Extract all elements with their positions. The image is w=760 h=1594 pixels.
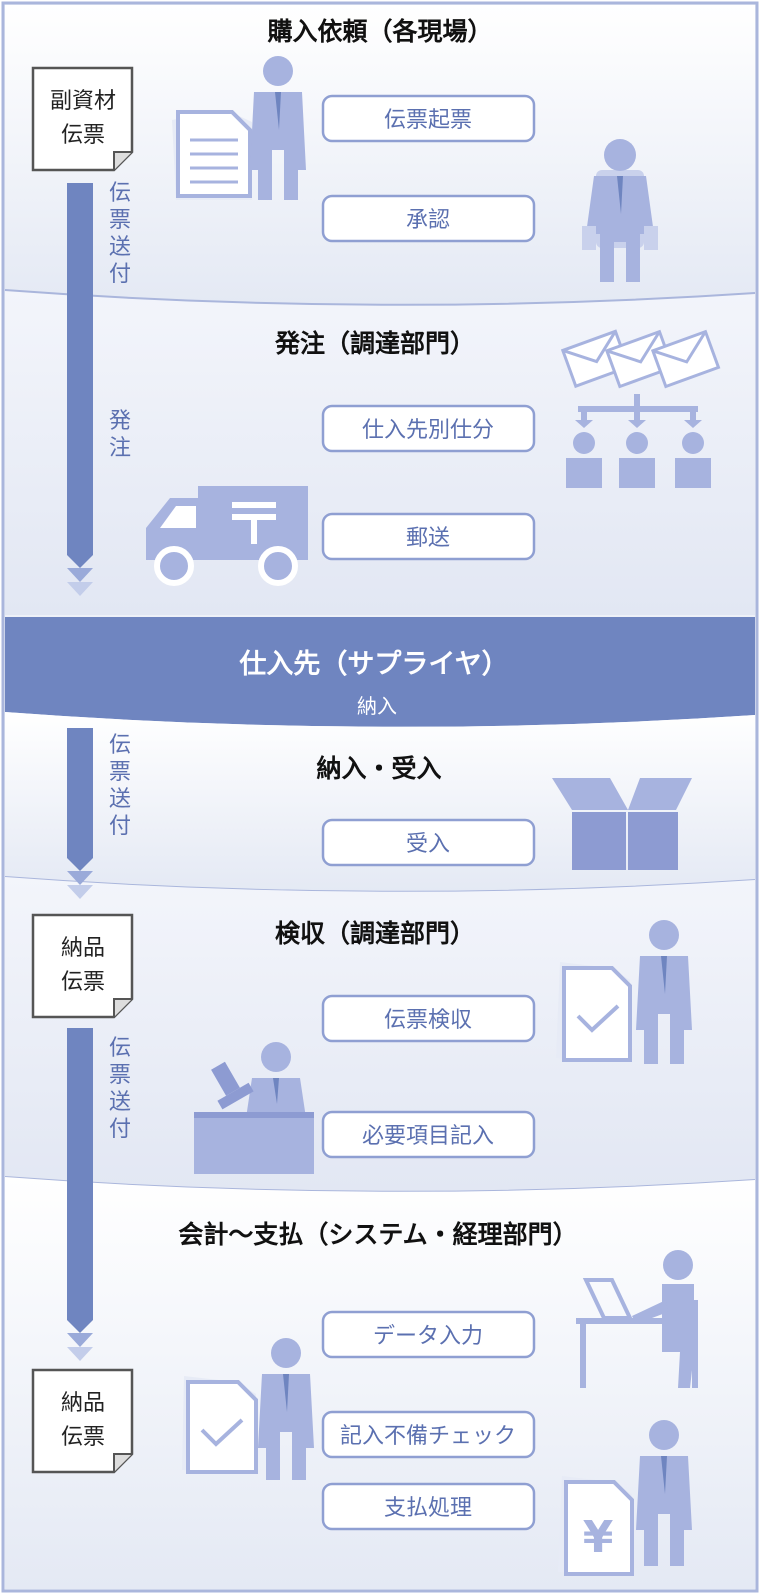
step-button: 受入	[321, 818, 536, 867]
section-title: 購入依頼（各現場）	[267, 17, 492, 46]
person-icon	[636, 1420, 692, 1566]
flow-arrow-icon	[67, 1320, 93, 1333]
postal-truck-icon	[146, 486, 308, 586]
flow-arrow-icon	[67, 1333, 93, 1347]
document-label: 納品	[61, 936, 105, 961]
flow-arrow-icon	[67, 582, 93, 596]
step-button: 仕入先別仕分	[321, 404, 536, 453]
document-icon	[172, 110, 252, 200]
step-button: 必要項目記入	[321, 1110, 536, 1159]
flow-arrow-icon	[67, 1347, 93, 1361]
step-button-label: 承認	[406, 208, 450, 233]
step-button-label: 伝票起票	[384, 108, 472, 133]
step-button: 支払処理	[321, 1482, 536, 1531]
yen-icon: ¥	[583, 1512, 614, 1563]
supplier-sub-label: 納入	[357, 694, 397, 718]
section-bg-purchase-request	[5, 5, 755, 305]
step-button: 伝票検収	[321, 994, 536, 1043]
step-button-label: 郵送	[406, 526, 450, 551]
person-icon	[250, 56, 306, 200]
flow-arrow-icon	[67, 555, 93, 568]
document-card: 納品 伝票	[31, 913, 134, 1019]
step-button-label: 記入不備チェック	[340, 1424, 516, 1449]
supplier-band	[5, 617, 755, 727]
document-card: 副資材 伝票	[31, 66, 134, 172]
flow-bar	[67, 728, 93, 858]
flow-label: 発注	[109, 409, 131, 461]
flow-bar	[67, 183, 93, 555]
document-card: 納品 伝票	[31, 1368, 134, 1474]
manager-icon	[582, 139, 658, 282]
flow-label: 伝票送付	[109, 733, 131, 839]
step-button-label: 支払処理	[384, 1496, 472, 1521]
document-label: 副資材	[50, 89, 116, 114]
document-label: 納品	[61, 1391, 105, 1416]
person-icon	[636, 920, 692, 1064]
flow-arrow-icon	[67, 858, 93, 871]
yen-document-icon: ¥	[558, 1476, 634, 1576]
step-button-label: 必要項目記入	[362, 1124, 494, 1149]
flow-arrow-icon	[67, 885, 93, 899]
document-label: 伝票	[61, 1425, 105, 1450]
checked-document-icon	[182, 1376, 258, 1474]
supplier-label: 仕入先（サプライヤ）	[238, 649, 508, 680]
flow-bar	[67, 1028, 93, 1320]
box-icon	[552, 778, 692, 870]
document-label: 伝票	[61, 123, 105, 148]
step-button: 郵送	[321, 512, 536, 561]
flow-arrow-icon	[67, 568, 93, 582]
section-title: 検収（調達部門）	[275, 919, 475, 948]
flow-arrow-icon	[67, 871, 93, 885]
flow-label: 伝票送付	[109, 1036, 131, 1142]
checked-document-icon	[556, 962, 632, 1062]
flow-label: 伝票送付	[109, 181, 131, 287]
document-label: 伝票	[61, 970, 105, 995]
computer-user-icon	[576, 1250, 698, 1388]
step-button: 記入不備チェック	[321, 1410, 536, 1459]
envelope-distribution-icon	[560, 329, 721, 488]
step-button: データ入力	[321, 1310, 536, 1359]
section-title: 会計～支払（システム・経理部門）	[178, 1220, 577, 1249]
step-button-label: 伝票検収	[384, 1008, 472, 1033]
section-divider	[4, 289, 756, 306]
section-title: 発注（調達部門）	[274, 329, 475, 358]
section-title: 納入・受入	[316, 754, 441, 783]
step-button: 伝票起票	[321, 94, 536, 143]
step-button-label: 仕入先別仕分	[362, 418, 494, 443]
step-button-label: 受入	[406, 832, 450, 857]
person-icon	[258, 1338, 314, 1480]
step-button-label: データ入力	[373, 1324, 483, 1349]
step-button: 承認	[321, 194, 536, 243]
section-bg-receiving	[5, 712, 755, 892]
desk-worker-icon	[194, 1042, 314, 1174]
